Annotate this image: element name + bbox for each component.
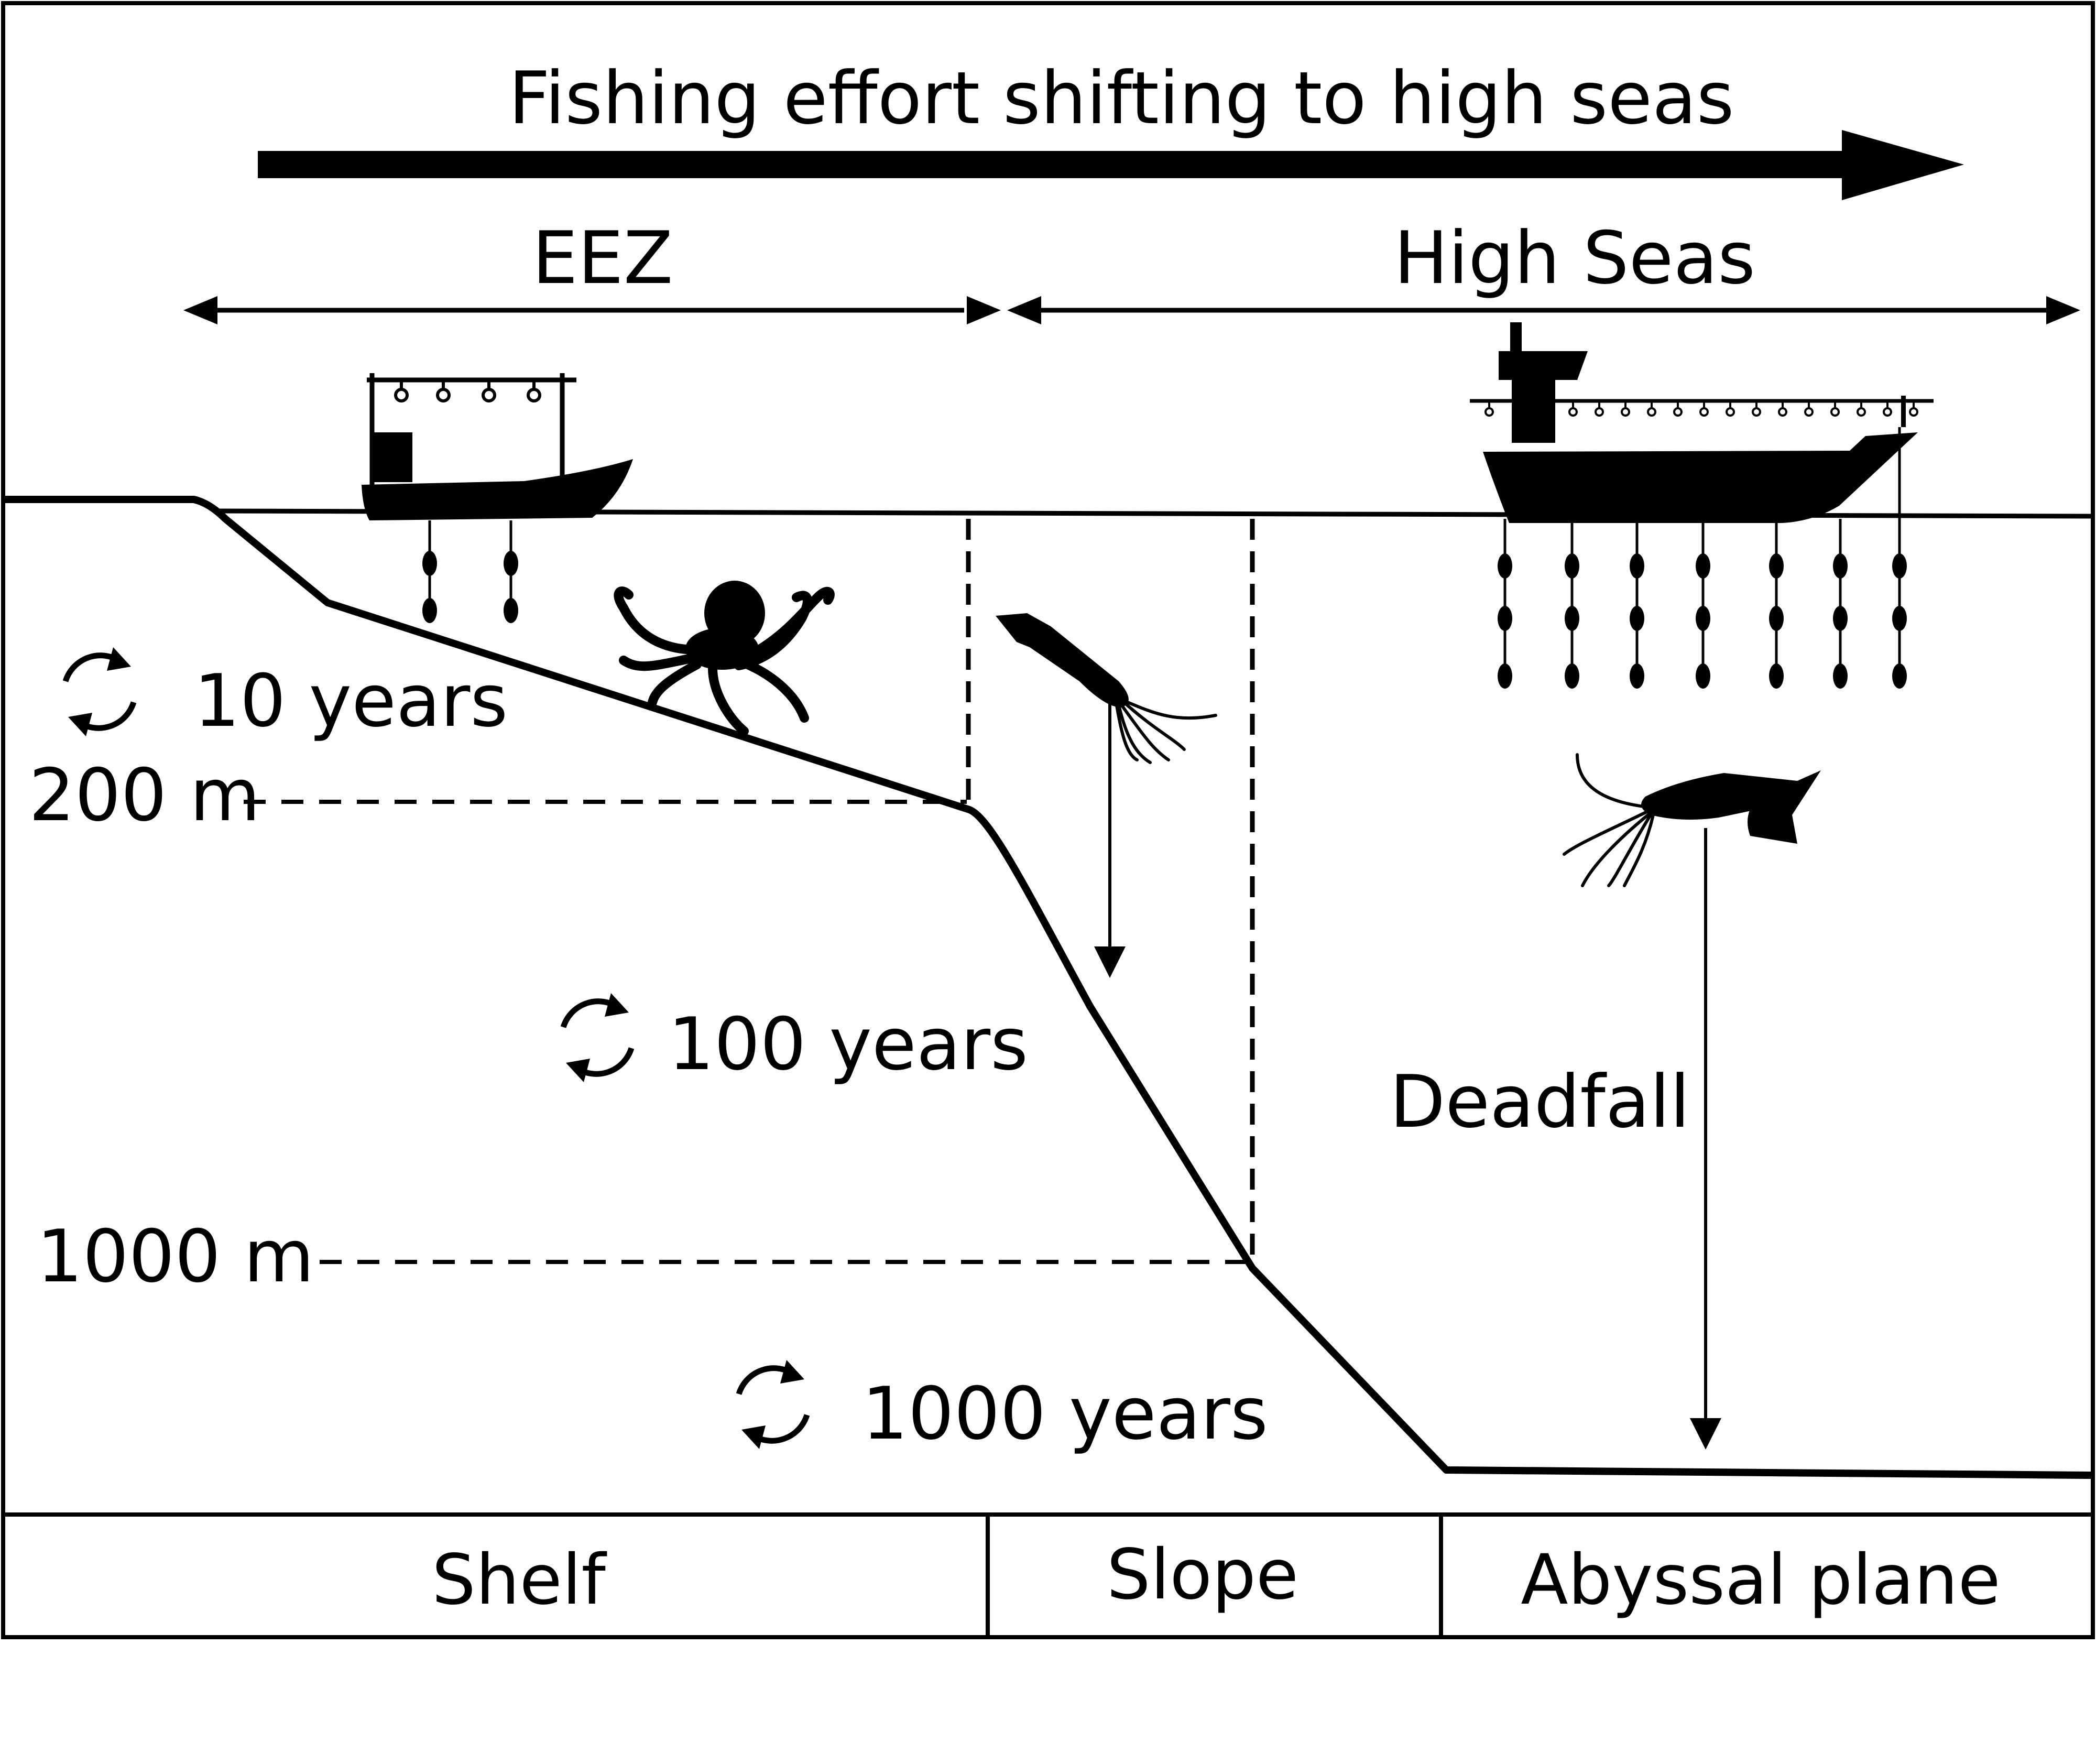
cycle-icon (563, 993, 631, 1082)
octopus-icon (614, 581, 835, 736)
eez-extent-arrow (183, 296, 1001, 324)
cycle-label-mid: 100 years (668, 1002, 1028, 1086)
depth-label-200: 200 m (29, 753, 260, 837)
frame (1, 1, 2095, 1639)
zone-label-abyssal: Abyssal plane (1521, 1540, 2001, 1620)
large-fishing-vessel-icon (1470, 322, 1934, 689)
deadfall-label: Deadfall (1390, 1060, 1690, 1144)
cycle-icon (739, 1360, 807, 1449)
zone-label-shelf: Shelf (432, 1540, 607, 1620)
eez-label: EEZ (532, 216, 673, 300)
title: Fishing effort shifting to high seas (508, 56, 1734, 140)
cycle-icon (66, 647, 134, 736)
seafloor-profile (5, 496, 2091, 1479)
cycle-label-shelf: 10 years (194, 659, 508, 743)
effort-arrow (258, 130, 1964, 200)
small-fishing-boat-icon (362, 373, 633, 623)
cycle-label-deep: 1000 years (862, 1371, 1268, 1456)
depth-label-1000: 1000 m (37, 1214, 314, 1299)
squid-icon (996, 613, 1217, 764)
high-seas-extent-arrow (1007, 296, 2080, 324)
zone-label-slope: Slope (1107, 1534, 1298, 1615)
high-seas-label: High Seas (1394, 216, 1755, 300)
zone-table (3, 1512, 2093, 1637)
squid-icon (1563, 753, 1821, 887)
